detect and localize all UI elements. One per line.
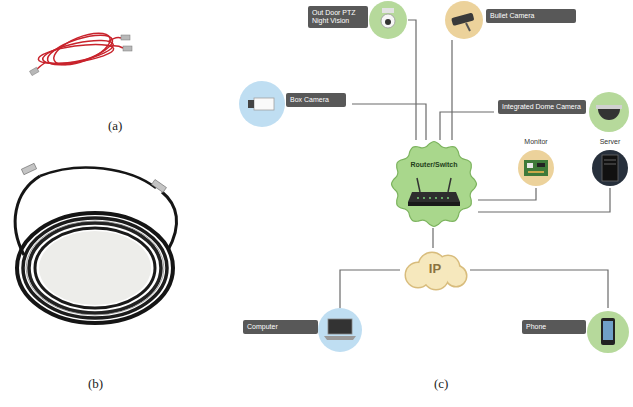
connector xyxy=(408,20,416,140)
camera-bracket xyxy=(466,23,470,31)
server-slot xyxy=(604,164,616,165)
icon-disc xyxy=(239,81,285,127)
bnc-connector xyxy=(21,163,166,192)
phone-screen xyxy=(603,321,613,340)
icon-disc xyxy=(518,150,554,186)
camera-body xyxy=(451,13,474,26)
coil-loop xyxy=(35,228,155,308)
coax-lead xyxy=(15,176,40,255)
red-cable xyxy=(36,27,123,72)
camera-lens xyxy=(248,100,254,108)
camera-node: Integrated Dome Camera xyxy=(494,90,630,134)
cloud-label: IP xyxy=(400,248,470,290)
device-node: Server xyxy=(588,138,632,188)
device-label: Box Camera xyxy=(286,93,346,107)
coax-lead xyxy=(40,167,156,188)
client-node: Computer xyxy=(243,308,363,354)
connector-body xyxy=(123,46,132,51)
coax-lead xyxy=(162,192,177,250)
camera-body xyxy=(254,98,274,110)
router-icon xyxy=(408,178,460,206)
connector-body xyxy=(30,67,39,75)
cable-loop xyxy=(50,27,115,72)
device-label: Integrated Dome Camera xyxy=(498,100,586,114)
icon-disc xyxy=(369,1,407,39)
connector xyxy=(478,188,610,212)
connector xyxy=(432,228,433,248)
camera-lens xyxy=(385,19,391,25)
server-icon xyxy=(592,150,628,186)
monitor-card-icon xyxy=(518,150,554,186)
connector-body xyxy=(152,180,167,193)
panel-caption: (c) xyxy=(434,376,448,392)
device-label: Bullet Camera xyxy=(486,9,576,23)
cable-lead xyxy=(110,46,123,48)
icon-disc xyxy=(318,308,362,352)
device-heading: Server xyxy=(588,138,632,146)
device-label: Out Door PTZ Night Vision xyxy=(308,6,368,28)
connector-body xyxy=(21,163,36,174)
circuit-board xyxy=(524,160,548,176)
icon-disc xyxy=(587,311,629,353)
blob-outline xyxy=(392,142,477,227)
connector xyxy=(470,270,608,308)
router-blob xyxy=(390,140,478,228)
device-node: Monitor xyxy=(512,138,560,188)
ptz-camera-icon xyxy=(369,1,407,39)
device-heading: Monitor xyxy=(512,138,560,146)
bnc-connector xyxy=(30,35,132,76)
camera-dome xyxy=(598,109,620,120)
connector xyxy=(352,104,426,140)
icon-disc xyxy=(592,150,628,186)
dome-camera-icon xyxy=(589,92,629,132)
connector xyxy=(340,270,400,308)
connector xyxy=(440,112,494,140)
coil-shine xyxy=(26,221,164,315)
phone-icon xyxy=(587,311,629,353)
cable-lead xyxy=(108,38,121,43)
device-label: Computer xyxy=(243,320,318,334)
camera-node: Bullet Camera xyxy=(440,0,578,40)
laptop-icon xyxy=(318,308,362,352)
router-hub: Router/Switch xyxy=(390,140,478,228)
camera-base xyxy=(596,105,622,109)
camera-mount xyxy=(382,8,394,13)
server-slot xyxy=(604,160,616,161)
chip xyxy=(527,163,533,168)
laptop-base xyxy=(324,336,356,340)
ip-cloud: IP xyxy=(400,248,470,292)
device-label: Phone xyxy=(522,320,586,334)
panel-caption: (b) xyxy=(88,376,103,392)
connector-body xyxy=(121,35,130,40)
hub-label: Router/Switch xyxy=(390,161,478,169)
phone-body xyxy=(601,318,615,345)
chip xyxy=(537,163,545,167)
panel-caption: (a) xyxy=(108,118,122,134)
camera-dome xyxy=(381,14,395,28)
coil-loop xyxy=(23,218,167,318)
client-node: Phone xyxy=(522,308,630,354)
icon-disc xyxy=(445,1,483,39)
laptop-screen xyxy=(328,319,352,334)
coax-cable-coil xyxy=(15,167,176,323)
camera-node: Out Door PTZ Night Vision xyxy=(308,0,408,40)
coil-loop xyxy=(29,223,161,313)
camera-node: Box Camera xyxy=(238,80,352,128)
box-camera-icon xyxy=(239,81,285,127)
server-tower xyxy=(602,155,618,181)
icon-disc xyxy=(589,92,629,132)
coil-loop xyxy=(17,213,173,323)
bullet-camera-icon xyxy=(445,1,483,39)
coil-core xyxy=(39,231,151,305)
chip xyxy=(528,171,544,173)
connector xyxy=(478,188,536,200)
connector xyxy=(451,40,452,140)
